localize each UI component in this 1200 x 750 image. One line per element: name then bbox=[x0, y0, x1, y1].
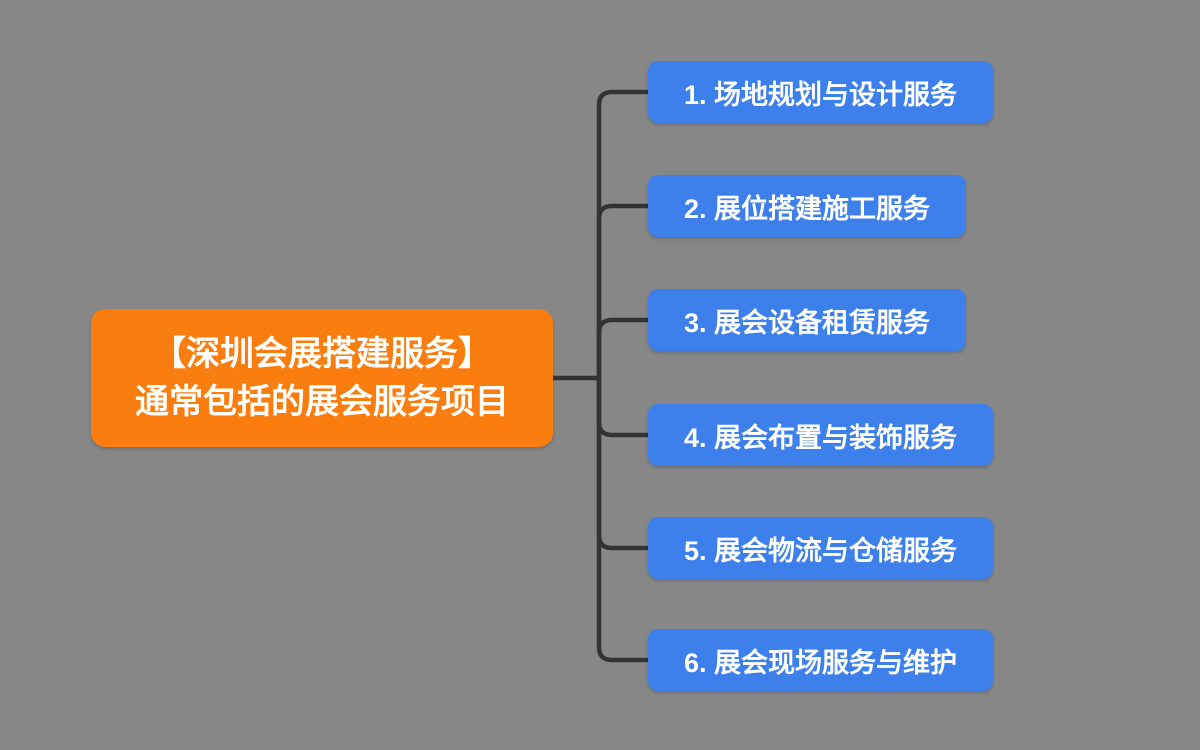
branch-label-2: 2. 展位搭建施工服务 bbox=[683, 193, 931, 224]
connector-branch-3 bbox=[596, 317, 648, 378]
branch-label-4: 4. 展会布置与装饰服务 bbox=[683, 422, 958, 453]
connector-branch-1 bbox=[596, 89, 648, 378]
branch-node-5[interactable]: 5. 展会物流与仓储服务 bbox=[648, 517, 993, 579]
branch-node-2[interactable]: 2. 展位搭建施工服务 bbox=[648, 175, 966, 237]
root-topic-line1: 【深圳会展搭建服务】 bbox=[152, 335, 492, 373]
branch-node-1[interactable]: 1. 场地规划与设计服务 bbox=[648, 61, 993, 123]
connector-branch-2 bbox=[596, 203, 648, 378]
branch-node-4[interactable]: 4. 展会布置与装饰服务 bbox=[648, 404, 993, 466]
branch-label-1: 1. 场地规划与设计服务 bbox=[683, 79, 958, 110]
root-topic-node[interactable]: 【深圳会展搭建服务】 通常包括的展会服务项目 bbox=[91, 309, 553, 447]
connector-branch-5 bbox=[596, 378, 648, 551]
connector-branch-4 bbox=[596, 378, 648, 438]
branch-node-3[interactable]: 3. 展会设备租赁服务 bbox=[648, 289, 966, 351]
branch-node-6[interactable]: 6. 展会现场服务与维护 bbox=[648, 629, 993, 691]
connector-branch-6 bbox=[596, 378, 648, 663]
branch-label-6: 6. 展会现场服务与维护 bbox=[683, 647, 958, 678]
root-topic-line2: 通常包括的展会服务项目 bbox=[135, 383, 509, 421]
branch-label-3: 3. 展会设备租赁服务 bbox=[683, 307, 931, 338]
branch-label-5: 5. 展会物流与仓储服务 bbox=[683, 535, 958, 566]
